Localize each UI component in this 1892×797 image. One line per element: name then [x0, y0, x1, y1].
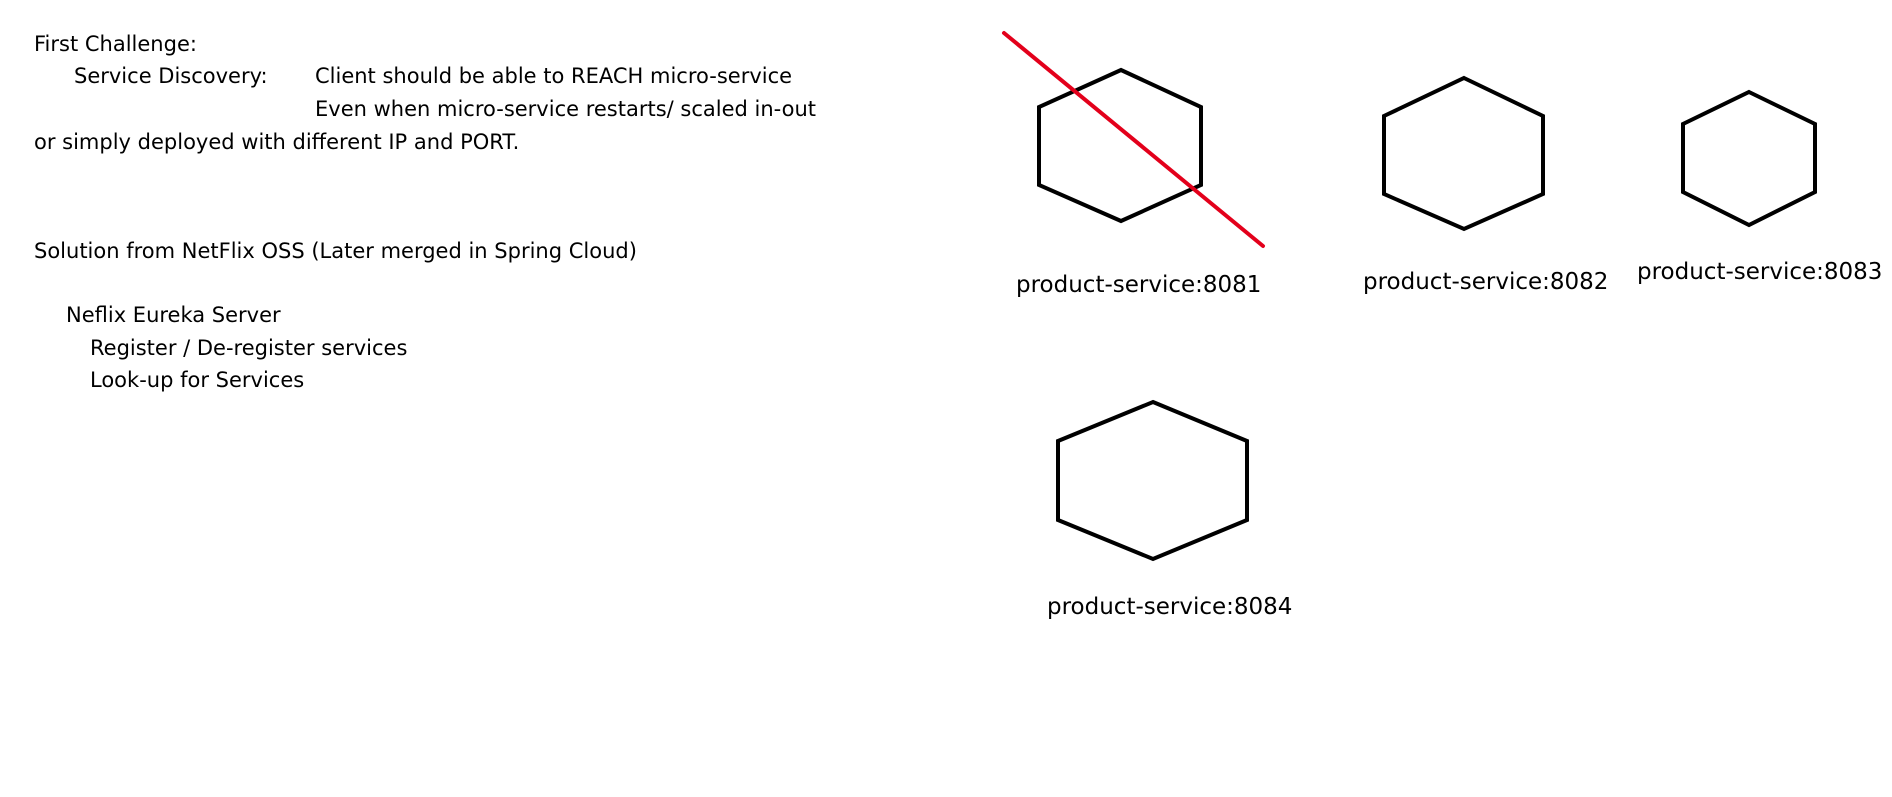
discovery-line-2: Even when micro-service restarts/ scaled…	[315, 97, 817, 121]
eureka-title: Neflix Eureka Server	[66, 303, 281, 327]
solution-text: Solution from NetFlix OSS (Later merged …	[34, 239, 637, 263]
service-discovery-label: Service Discovery:	[74, 64, 268, 88]
discovery-line-1: Client should be able to REACH micro-ser…	[315, 64, 793, 88]
eureka-item-lookup: Look-up for Services	[90, 368, 305, 392]
service-hexagon-8082	[1382, 75, 1545, 232]
strike-through-line	[1002, 31, 1265, 248]
service-hexagon-8081	[1037, 67, 1203, 224]
service-hexagon-8083	[1681, 89, 1817, 228]
service-label-8084: product-service:8084	[1047, 594, 1293, 620]
service-label-8081: product-service:8081	[1016, 272, 1262, 298]
heading-first-challenge: First Challenge:	[34, 32, 197, 56]
service-hexagon-8084	[1056, 399, 1249, 562]
discovery-line-3: or simply deployed with different IP and…	[34, 130, 520, 154]
service-label-8083: product-service:8083	[1637, 259, 1883, 285]
eureka-item-register: Register / De-register services	[90, 336, 408, 360]
service-label-8082: product-service:8082	[1363, 269, 1609, 295]
